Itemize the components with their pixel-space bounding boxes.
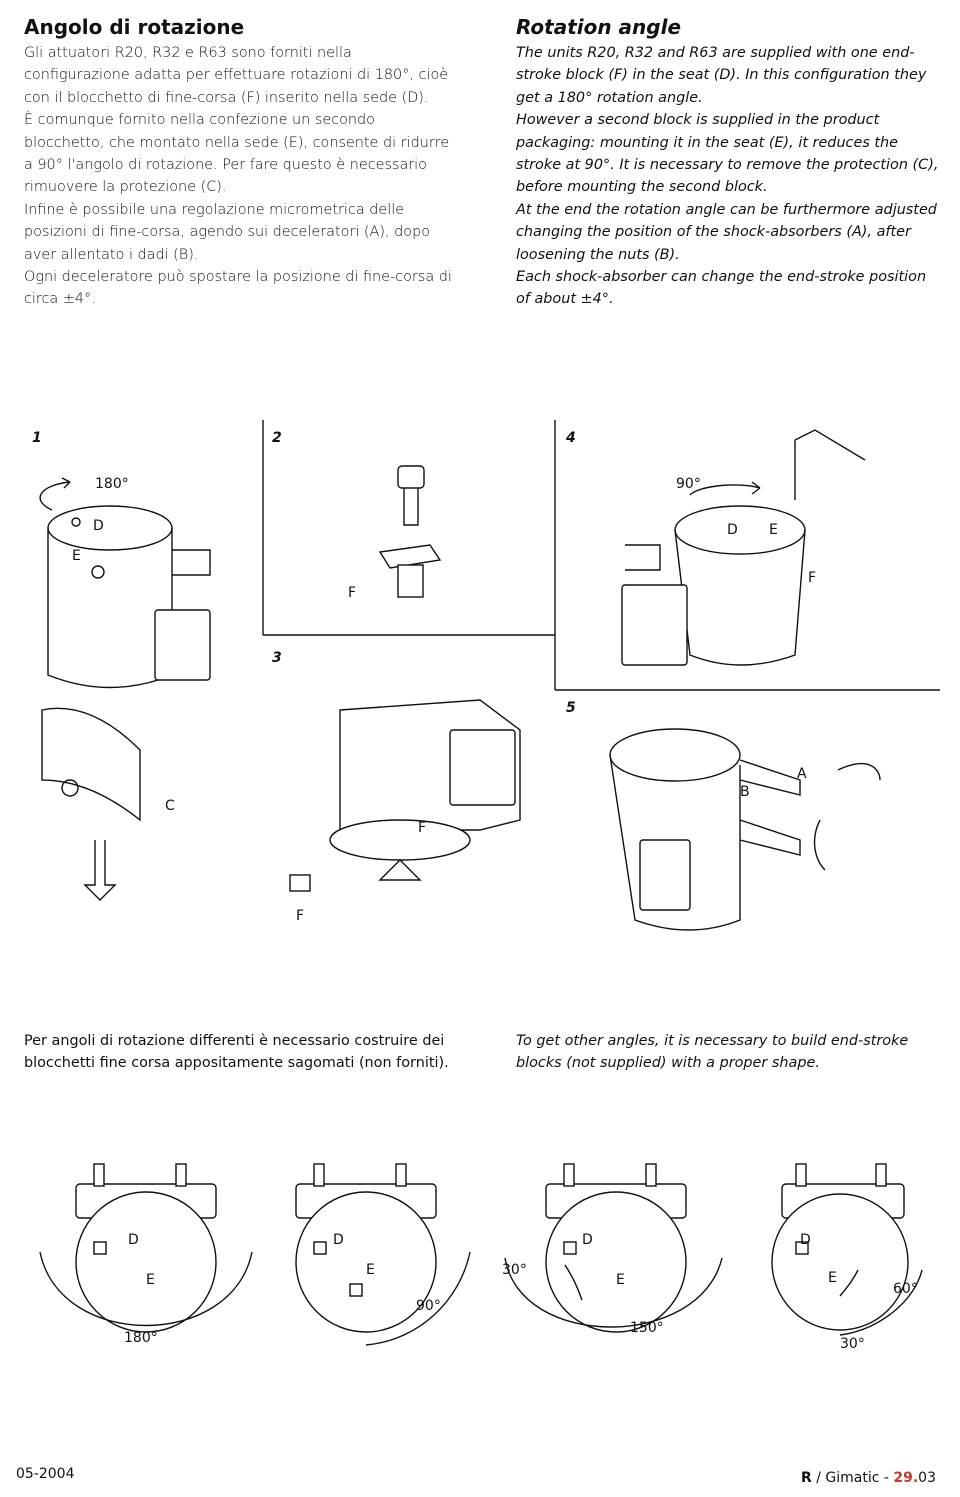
angle-diagrams: D E 180° D E 90° D E 30° 150° — [39, 1163, 923, 1352]
italian-paragraph: Ogni deceleratore può spostare la posizi… — [24, 269, 452, 308]
step-number: 1 — [32, 430, 42, 446]
block-f-label-top: F — [418, 820, 426, 836]
diagram-angle: 60° — [893, 1281, 918, 1297]
end-stroke-block-step2: F — [348, 465, 442, 601]
angle-diagram: D E 30° 150° — [502, 1163, 723, 1336]
italian-paragraph: È comunque fornito nella confezione un s… — [24, 112, 450, 196]
block-f-label-4: F — [808, 570, 816, 586]
step-number: 2 — [272, 430, 282, 446]
diagram-angle: 30° — [502, 1262, 527, 1278]
diagram-angle: 180° — [124, 1330, 158, 1346]
step-number: 5 — [566, 700, 576, 716]
english-paragraph: However a second block is supplied in th… — [516, 112, 939, 196]
english-column: Rotation angle The units R20, R32 and R6… — [516, 14, 941, 311]
italian-paragraph: Gli attuatori R20, R32 e R63 sono fornit… — [24, 45, 449, 106]
italian-caption: Per angoli di rotazione differenti è nec… — [24, 1033, 449, 1072]
seat-d-label-4: D — [727, 522, 738, 538]
footer-page-number: 29. — [893, 1470, 919, 1486]
footer-date: 05-2004 — [16, 1466, 75, 1482]
footer-page-ref: R / Gimatic - 29.03 — [801, 1470, 936, 1486]
block-f-label: F — [348, 585, 356, 601]
step-number: 3 — [272, 650, 282, 666]
diagram-seat-e: E — [828, 1270, 837, 1286]
shock-absorber-a-label: A — [797, 766, 807, 782]
english-paragraph: The units R20, R32 and R63 are supplied … — [516, 45, 927, 106]
footer-brand: / Gimatic - — [816, 1470, 894, 1486]
diagram-angle: 150° — [630, 1320, 664, 1336]
angle-diagram: D E 90° — [295, 1163, 471, 1346]
seat-e-label-4: E — [769, 522, 778, 538]
english-body: The units R20, R32 and R63 are supplied … — [516, 42, 941, 311]
diagram-angle: 30° — [840, 1336, 865, 1352]
italian-paragraph: Infine è possibile una regolazione micro… — [24, 201, 431, 263]
diagram-seat-d: D — [333, 1232, 344, 1248]
diagram-seat-e: E — [146, 1272, 155, 1288]
nut-b-label: B — [740, 784, 750, 800]
step-number: 4 — [565, 430, 576, 446]
actuator-step1: 180° D E C — [39, 476, 211, 901]
italian-title: Angolo di rotazione — [24, 15, 245, 39]
italian-column: Angolo di rotazione Gli attuatori R20, R… — [24, 14, 454, 311]
diagram-seat-d: D — [128, 1232, 139, 1248]
english-caption: To get other angles, it is necessary to … — [516, 1033, 909, 1072]
diagram-seat-d: D — [800, 1232, 811, 1248]
angle-90-label: 90° — [676, 476, 701, 492]
english-paragraph: At the end the rotation angle can be fur… — [516, 201, 937, 263]
actuator-step4: 90° D E F — [621, 429, 866, 666]
footer-subpage: 03 — [918, 1470, 936, 1486]
diagram-seat-e: E — [366, 1262, 375, 1278]
seat-d-label: D — [93, 518, 104, 534]
protection-c-label: C — [165, 798, 175, 814]
angle-diagram: D E 60° 30° — [771, 1163, 923, 1352]
block-f-label-bottom: F — [296, 908, 304, 924]
diagram-seat-d: D — [582, 1232, 593, 1248]
footer-series: R — [800, 1470, 812, 1486]
diagram-angle: 90° — [416, 1298, 441, 1314]
rotation-angle-label: 180° — [95, 476, 129, 492]
assembly-figure: 1 2 3 4 5 180° D E C F F F — [32, 420, 940, 931]
english-paragraph: Each shock-absorber can change the end-s… — [516, 269, 927, 308]
seat-e-label: E — [72, 548, 81, 564]
actuator-step3: F F — [289, 699, 521, 924]
actuator-step5: A B — [609, 728, 881, 931]
diagram-seat-e: E — [616, 1272, 625, 1288]
angle-diagram: D E 180° — [39, 1163, 253, 1346]
english-title: Rotation angle — [516, 15, 682, 39]
italian-body: Gli attuatori R20, R32 e R63 sono fornit… — [24, 42, 454, 311]
